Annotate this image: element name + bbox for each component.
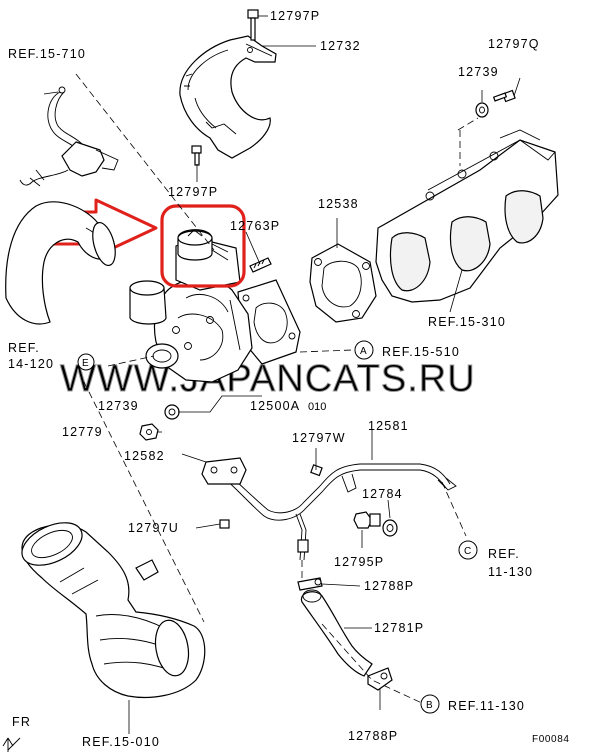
gasket-12538[interactable] bbox=[309, 243, 377, 323]
heat-shield[interactable] bbox=[179, 35, 277, 159]
label-12763p[interactable]: 12763P bbox=[230, 219, 280, 233]
callout-c: C bbox=[458, 540, 478, 560]
label-12739-left[interactable]: 12739 bbox=[98, 399, 139, 413]
part-number-labels: 12797P 12732 12797Q 12739 12797P 12763P … bbox=[62, 9, 540, 743]
callout-e: E bbox=[77, 353, 95, 371]
leader-lines bbox=[43, 15, 521, 734]
washer-12739-right[interactable] bbox=[475, 102, 489, 118]
ref-11-130-c-line2[interactable]: 11-130 bbox=[488, 565, 533, 579]
bolt-12797q[interactable] bbox=[492, 89, 516, 103]
oil-feed-pipe-12581[interactable] bbox=[221, 463, 457, 561]
label-12732[interactable]: 12732 bbox=[320, 39, 361, 53]
watermark-suffix: 010 bbox=[308, 401, 326, 413]
label-12797q[interactable]: 12797Q bbox=[488, 37, 540, 51]
gasket-12784[interactable] bbox=[382, 519, 398, 537]
union-bolt-12795p[interactable] bbox=[353, 511, 381, 529]
turbocharger-assembly[interactable] bbox=[129, 229, 301, 383]
bolt-12797p-mid[interactable] bbox=[191, 145, 202, 166]
front-direction-indicator: FR bbox=[2, 715, 31, 752]
label-12788p-upper[interactable]: 12788P bbox=[364, 579, 414, 593]
ref-14-120-line2[interactable]: 14-120 bbox=[8, 357, 54, 371]
ref-11-130-b[interactable]: REF.11-130 bbox=[448, 699, 525, 713]
label-12795p[interactable]: 12795P bbox=[334, 555, 384, 569]
gasket-12582[interactable] bbox=[201, 457, 247, 485]
watermark-text: WWW.JAPANCATS.RU bbox=[60, 358, 476, 400]
ref-15-310[interactable]: REF.15-310 bbox=[428, 315, 506, 329]
label-12784[interactable]: 12784 bbox=[362, 487, 403, 501]
callout-a: A bbox=[354, 340, 374, 360]
label-12797p-mid[interactable]: 12797P bbox=[168, 185, 218, 199]
fr-label: FR bbox=[12, 715, 31, 729]
label-12581[interactable]: 12581 bbox=[368, 419, 409, 433]
clamp-12788p-lower[interactable] bbox=[367, 667, 393, 691]
label-12788p-lower[interactable]: 12788P bbox=[348, 729, 398, 743]
label-12797p-top[interactable]: 12797P bbox=[270, 9, 320, 23]
label-12779[interactable]: 12779 bbox=[62, 425, 103, 439]
label-12797w[interactable]: 12797W bbox=[292, 431, 346, 445]
dashed-reference-lines bbox=[75, 73, 479, 705]
exhaust-manifold[interactable] bbox=[375, 129, 559, 303]
label-12781p[interactable]: 12781P bbox=[374, 621, 424, 635]
callout-b: B bbox=[420, 694, 440, 714]
label-12797u[interactable]: 12797U bbox=[128, 521, 179, 535]
washer-12739-left[interactable] bbox=[164, 404, 180, 420]
clamp-12788p-upper[interactable] bbox=[297, 577, 323, 591]
callout-a-letter: A bbox=[360, 346, 367, 357]
ref-15-510[interactable]: REF.15-510 bbox=[382, 345, 460, 359]
reference-labels: REF.15-710 REF.15-310 REF.15-510 REF. 14… bbox=[8, 47, 533, 749]
callout-e-letter: E bbox=[82, 358, 89, 369]
callout-c-letter: C bbox=[464, 546, 472, 557]
callout-b-letter: B bbox=[426, 700, 433, 711]
label-12739-right[interactable]: 12739 bbox=[458, 65, 499, 79]
label-12582[interactable]: 12582 bbox=[124, 449, 165, 463]
vacuum-hose[interactable] bbox=[19, 86, 119, 187]
figure-code: F00084 bbox=[532, 734, 570, 745]
intake-pipe[interactable] bbox=[15, 514, 206, 699]
bolt-12797w[interactable] bbox=[310, 464, 323, 477]
nut-12779[interactable] bbox=[139, 423, 159, 441]
ref-15-710[interactable]: REF.15-710 bbox=[8, 47, 86, 61]
label-12538[interactable]: 12538 bbox=[318, 197, 359, 211]
bolt-12797p-top[interactable] bbox=[247, 9, 259, 41]
ref-14-120-line1[interactable]: REF. bbox=[8, 341, 40, 355]
ref-11-130-c-line1[interactable]: REF. bbox=[488, 547, 520, 561]
bolt-12797u[interactable] bbox=[219, 519, 230, 529]
ref-15-010[interactable]: REF.15-010 bbox=[82, 735, 160, 749]
stud-12763p[interactable] bbox=[249, 257, 272, 273]
oil-return-hose-12781p[interactable] bbox=[300, 589, 373, 677]
intake-duct[interactable] bbox=[5, 201, 120, 325]
label-12500a[interactable]: 12500A bbox=[250, 399, 300, 413]
